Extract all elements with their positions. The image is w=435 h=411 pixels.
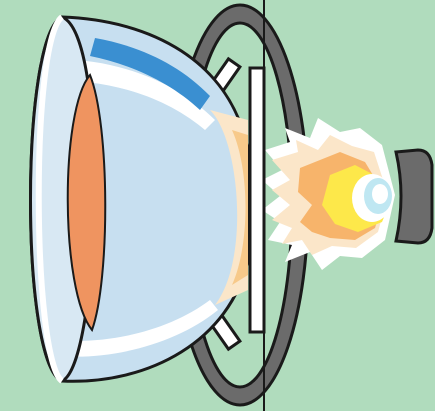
flame-core-hole	[372, 184, 388, 204]
rear-plate	[250, 68, 264, 332]
nozzle	[396, 150, 432, 243]
